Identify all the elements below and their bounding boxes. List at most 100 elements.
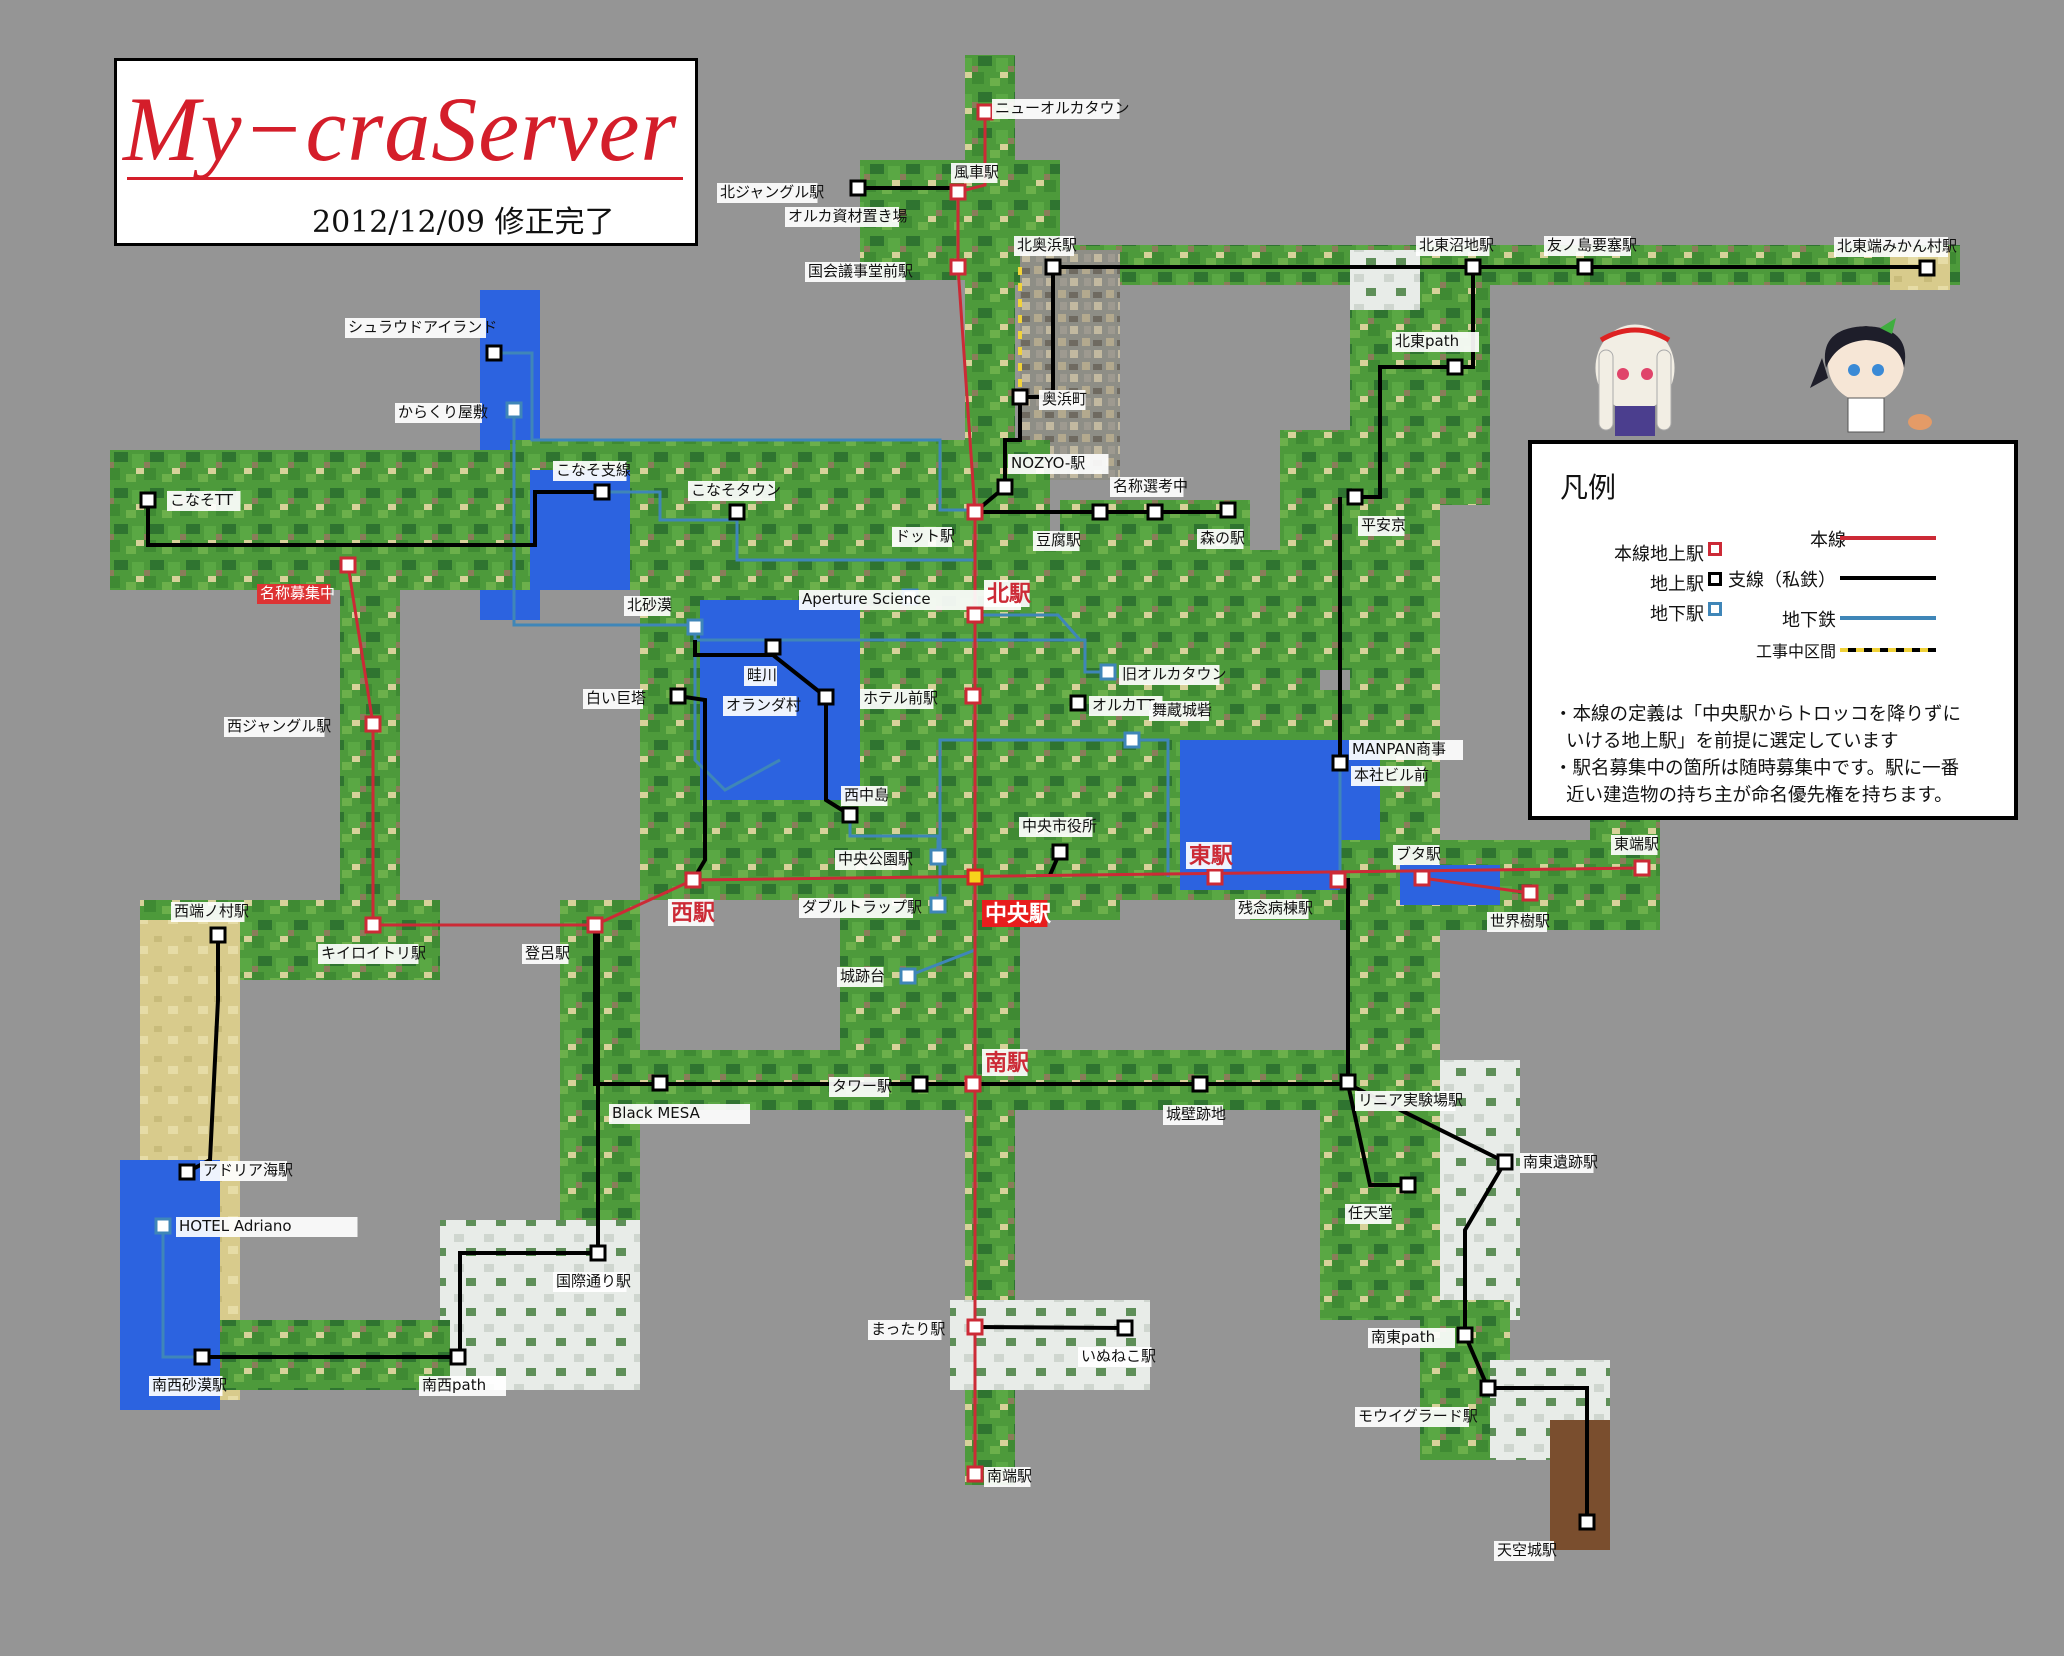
station-marker-icon[interactable] xyxy=(964,687,982,705)
station-marker-icon[interactable] xyxy=(929,896,947,914)
station-marker-icon[interactable] xyxy=(841,806,859,824)
station-marker-icon[interactable] xyxy=(1146,503,1164,521)
station-marker-icon[interactable] xyxy=(1339,1073,1357,1091)
station-marker-icon[interactable] xyxy=(154,1217,172,1235)
station[interactable]: Black MESA xyxy=(609,1074,750,1124)
station-marker-icon[interactable] xyxy=(966,503,984,521)
station-marker-icon[interactable] xyxy=(178,1163,196,1181)
station-marker-icon[interactable] xyxy=(505,401,523,419)
station-marker-icon[interactable] xyxy=(1456,1326,1474,1344)
station[interactable]: タワー駅 xyxy=(829,1075,929,1097)
station[interactable]: 南東path xyxy=(1368,1326,1474,1348)
station[interactable]: Aperture Science xyxy=(799,588,1021,610)
station[interactable]: 本社ビル前 xyxy=(1331,754,1429,786)
station-marker-icon[interactable] xyxy=(966,868,984,886)
station[interactable]: ダブルトラップ駅 xyxy=(799,896,947,918)
station-marker-icon[interactable] xyxy=(139,491,157,509)
station[interactable]: オランダ村 xyxy=(723,688,835,716)
station[interactable]: 風車駅 xyxy=(949,163,999,201)
station-marker-icon[interactable] xyxy=(1413,869,1431,887)
station-marker-icon[interactable] xyxy=(1051,843,1069,861)
station-marker-icon[interactable] xyxy=(1191,1075,1209,1093)
station[interactable]: 残念病棟駅 xyxy=(1235,871,1347,919)
station[interactable]: 国会議事堂前駅 xyxy=(805,258,967,282)
station-marker-icon[interactable] xyxy=(339,556,357,574)
station[interactable]: 北東path xyxy=(1392,332,1479,376)
station-marker-icon[interactable] xyxy=(849,179,867,197)
station[interactable]: ブタ駅 xyxy=(1393,845,1441,887)
station[interactable]: いぬねこ駅 xyxy=(1078,1319,1156,1367)
station[interactable]: リニア実験場駅 xyxy=(1339,1073,1463,1111)
station-marker-icon[interactable] xyxy=(686,618,704,636)
station[interactable]: 任天堂 xyxy=(1345,1176,1417,1224)
station-marker-icon[interactable] xyxy=(1069,694,1087,712)
station[interactable]: 南西砂漠駅 xyxy=(149,1348,227,1396)
station-marker-icon[interactable] xyxy=(449,1348,467,1366)
station-marker-icon[interactable] xyxy=(1206,868,1224,886)
station[interactable]: 畦川 xyxy=(744,638,782,686)
station[interactable]: 南端駅 xyxy=(966,1465,1032,1487)
station-marker-icon[interactable] xyxy=(1633,859,1651,877)
station[interactable]: 西中島 xyxy=(841,786,889,824)
station[interactable]: まったり駅 xyxy=(868,1318,984,1340)
station-marker-icon[interactable] xyxy=(1011,388,1029,406)
station[interactable]: からくり屋敷 xyxy=(395,401,523,423)
station-marker-icon[interactable] xyxy=(1099,663,1117,681)
station[interactable]: こなそタウン xyxy=(688,481,781,521)
station-marker-icon[interactable] xyxy=(817,688,835,706)
station[interactable]: 平安京 xyxy=(1346,488,1406,536)
station-marker-icon[interactable] xyxy=(1576,258,1594,276)
station[interactable]: 奥浜町 xyxy=(1011,388,1087,410)
station-marker-icon[interactable] xyxy=(586,916,604,934)
station[interactable]: 城跡台 xyxy=(837,967,917,987)
station-marker-icon[interactable] xyxy=(364,715,382,733)
station[interactable]: 南西path xyxy=(419,1348,506,1396)
station-marker-icon[interactable] xyxy=(589,1244,607,1262)
station[interactable]: こなそTT xyxy=(139,491,241,511)
station[interactable]: 西端ノ村駅 xyxy=(171,902,249,944)
station[interactable]: 名称選考中 xyxy=(1110,477,1188,521)
station-marker-icon[interactable] xyxy=(651,1074,669,1092)
station[interactable]: 舞蔵城砦 xyxy=(1123,701,1212,749)
station-marker-icon[interactable] xyxy=(1331,754,1349,772)
station[interactable]: 城壁跡地 xyxy=(1163,1075,1226,1125)
station-marker-icon[interactable] xyxy=(966,606,984,624)
station[interactable]: NOZYO-駅 xyxy=(996,454,1109,496)
station[interactable]: 登呂駅 xyxy=(522,916,604,964)
station[interactable]: 中央駅 xyxy=(966,868,1051,927)
station-marker-icon[interactable] xyxy=(1116,1319,1134,1337)
station[interactable]: 北東端みかん村駅 xyxy=(1834,237,1957,277)
station[interactable]: 名称募集中 xyxy=(257,556,357,604)
station[interactable]: 北砂漠 xyxy=(624,596,704,636)
station[interactable]: 北ジャングル駅 xyxy=(717,179,867,203)
station[interactable]: 天空城駅 xyxy=(1494,1513,1596,1561)
station-marker-icon[interactable] xyxy=(1044,258,1062,276)
station[interactable]: 西ジャングル駅 xyxy=(224,715,382,737)
station-marker-icon[interactable] xyxy=(1219,501,1237,519)
station[interactable]: オルカTT xyxy=(1069,694,1163,716)
station[interactable]: キイロイトリ駅 xyxy=(318,916,426,964)
station-marker-icon[interactable] xyxy=(684,871,702,889)
station[interactable]: 東端駅 xyxy=(1611,835,1659,877)
station-marker-icon[interactable] xyxy=(1091,503,1109,521)
station-marker-icon[interactable] xyxy=(929,848,947,866)
station[interactable]: 南駅 xyxy=(964,1049,1029,1093)
station[interactable]: 中央公園駅 xyxy=(835,848,947,870)
station-marker-icon[interactable] xyxy=(728,503,746,521)
station[interactable]: オルカ資材置き場 xyxy=(785,179,908,227)
station[interactable]: 森の駅 xyxy=(1197,501,1245,549)
station-marker-icon[interactable] xyxy=(976,103,994,121)
station-marker-icon[interactable] xyxy=(1446,358,1464,376)
station[interactable]: 世界樹駅 xyxy=(1487,884,1550,932)
station[interactable]: ニューオルカタウン xyxy=(976,99,1130,121)
station[interactable]: 北東沼地駅 xyxy=(1416,236,1494,276)
station-marker-icon[interactable] xyxy=(1479,1379,1497,1397)
station-marker-icon[interactable] xyxy=(669,687,687,705)
station-marker-icon[interactable] xyxy=(485,344,503,362)
station[interactable]: 旧オルカタウン xyxy=(1099,663,1227,685)
station-marker-icon[interactable] xyxy=(911,1075,929,1093)
station-marker-icon[interactable] xyxy=(966,1465,984,1483)
station[interactable]: 中央市役所 xyxy=(1019,817,1097,861)
station-marker-icon[interactable] xyxy=(364,916,382,934)
